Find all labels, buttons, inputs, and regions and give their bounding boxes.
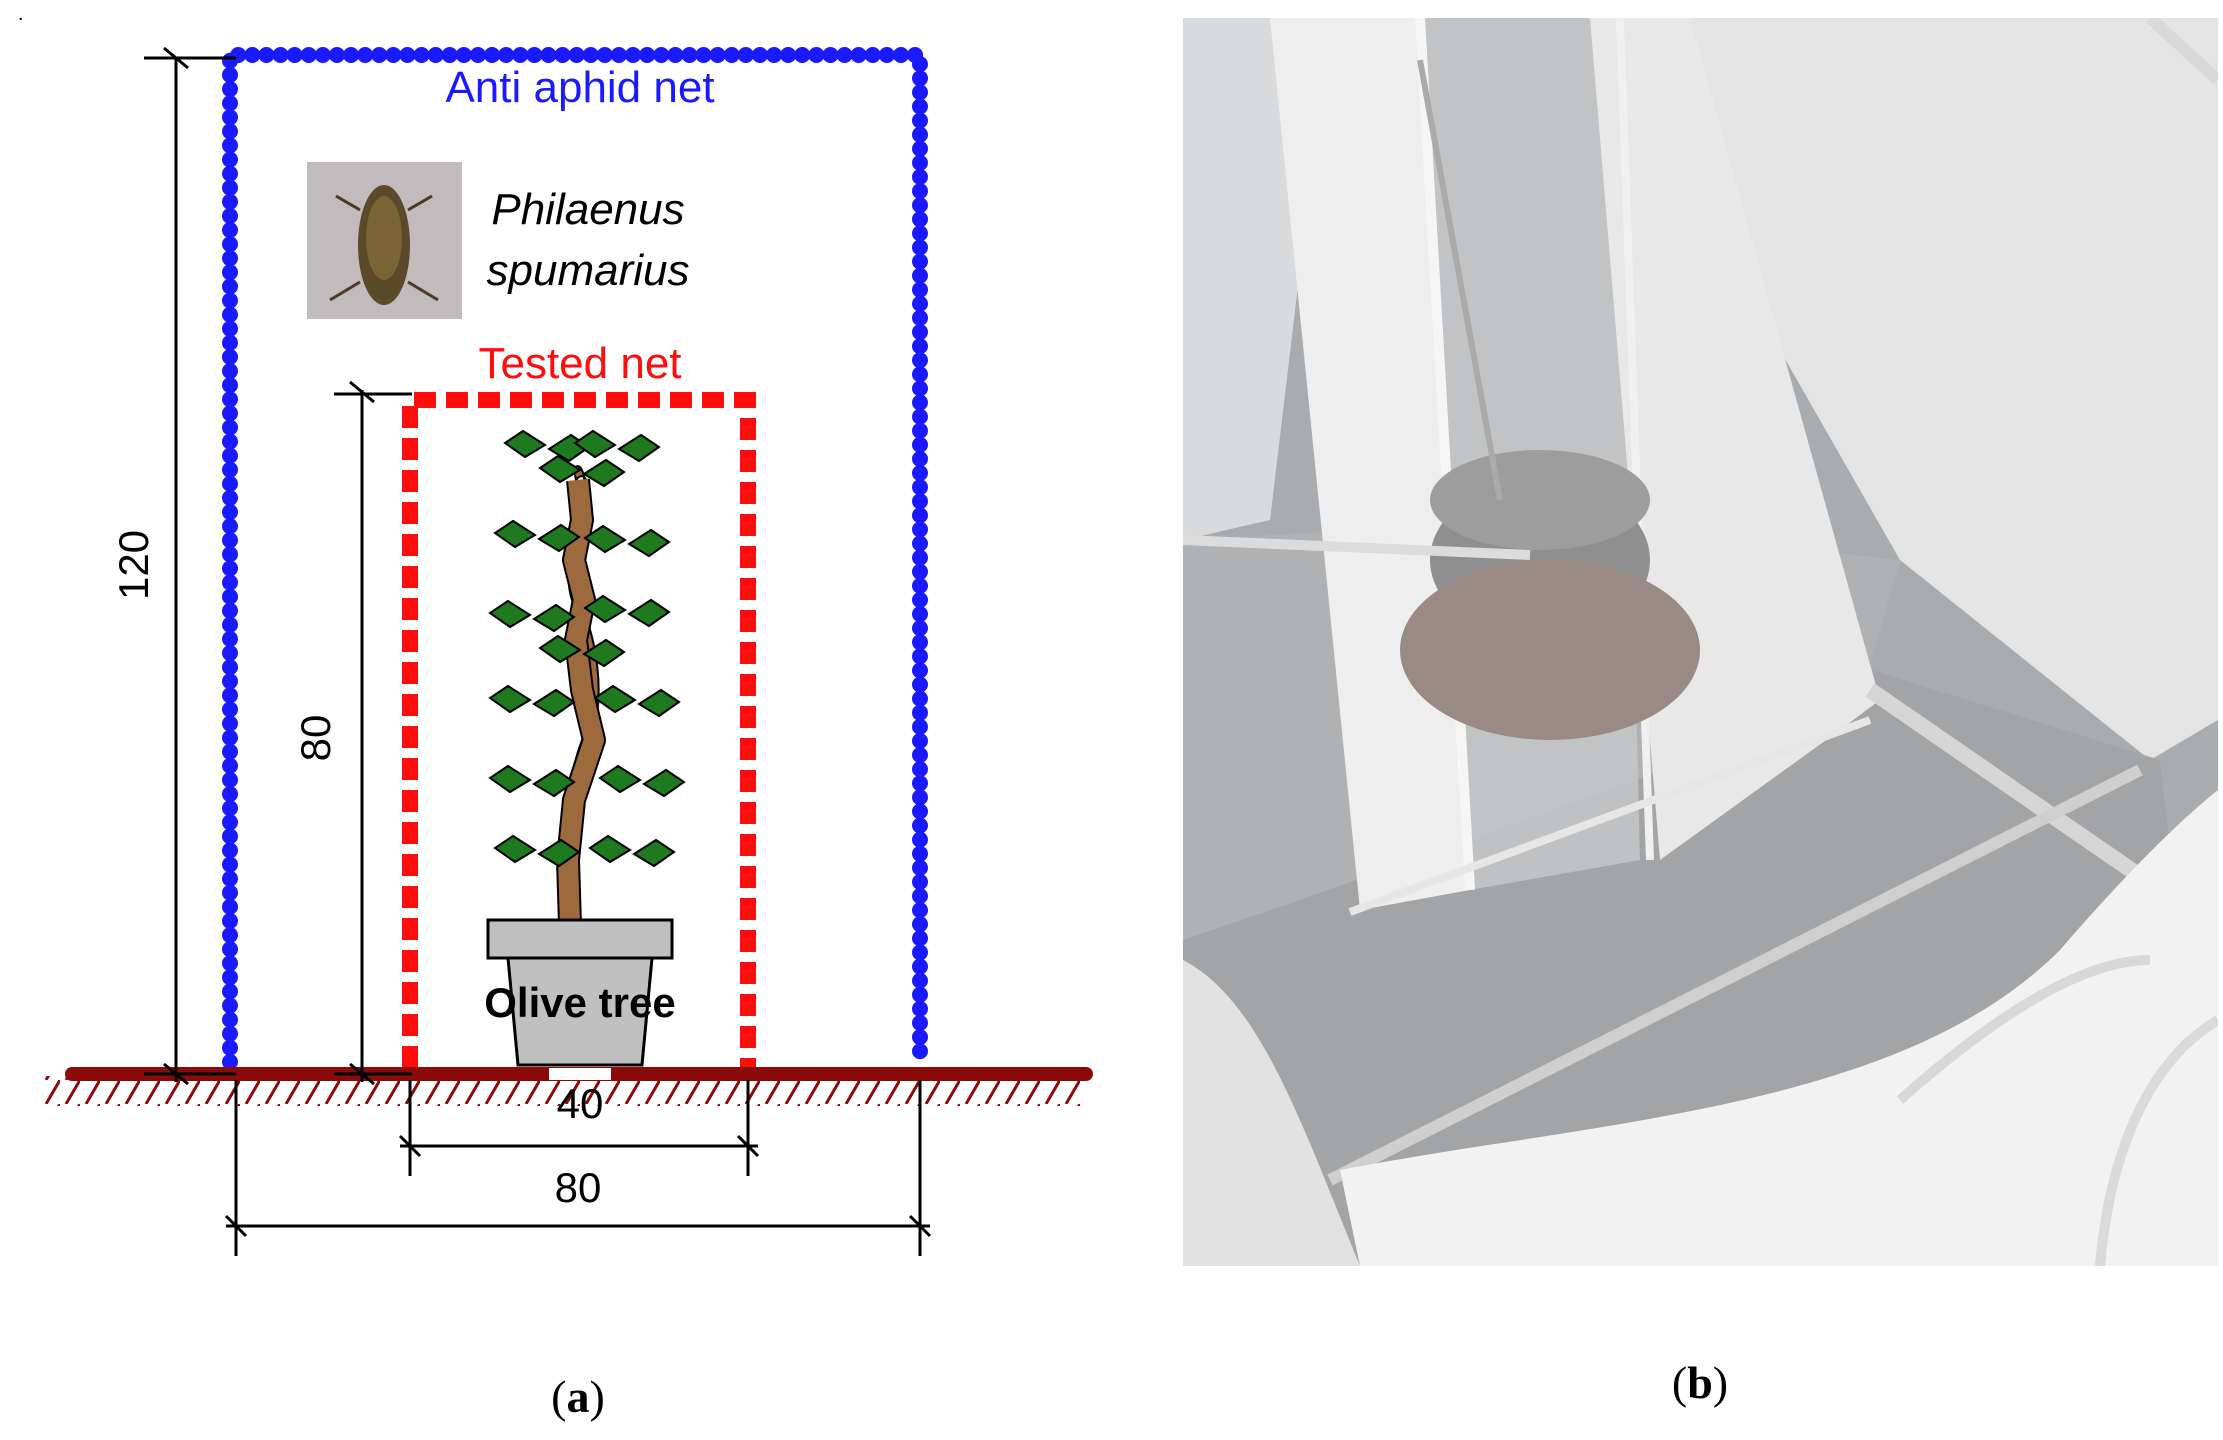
inner-net-label: Tested net: [478, 339, 681, 388]
plant-pot: [486, 918, 674, 1067]
caption-b: (b): [1672, 1357, 1728, 1408]
dim-inner-height-label: 80: [292, 715, 339, 762]
insect-name-line2: spumarius: [487, 246, 690, 295]
panel-a-diagram: . Anti aphid net Philaenus spumarius Tes…: [18, 3, 1093, 1422]
dim-outer-height-label: 120: [110, 530, 157, 600]
dim-inner-width-label: 40: [557, 1080, 604, 1127]
insect-image: [307, 162, 462, 319]
dimension-outer-width: [224, 1080, 932, 1256]
caption-a: (a): [551, 1371, 605, 1422]
inner-net: [402, 392, 756, 1068]
dimension-outer-height: [144, 46, 236, 1086]
outer-net: [222, 47, 928, 1070]
insect-name-line1: Philaenus: [491, 185, 684, 234]
stray-mark: .: [18, 3, 24, 25]
dimension-inner-height: [334, 380, 412, 1086]
panel-b-photo: (b): [1183, 18, 2218, 1408]
olive-tree-trunk: [556, 465, 606, 929]
ground: [40, 1067, 1093, 1106]
plant-label: Olive tree: [484, 979, 675, 1026]
dim-outer-width-label: 80: [555, 1164, 602, 1211]
outer-net-label: Anti aphid net: [445, 63, 714, 112]
dimension-inner-width: [398, 1080, 760, 1176]
